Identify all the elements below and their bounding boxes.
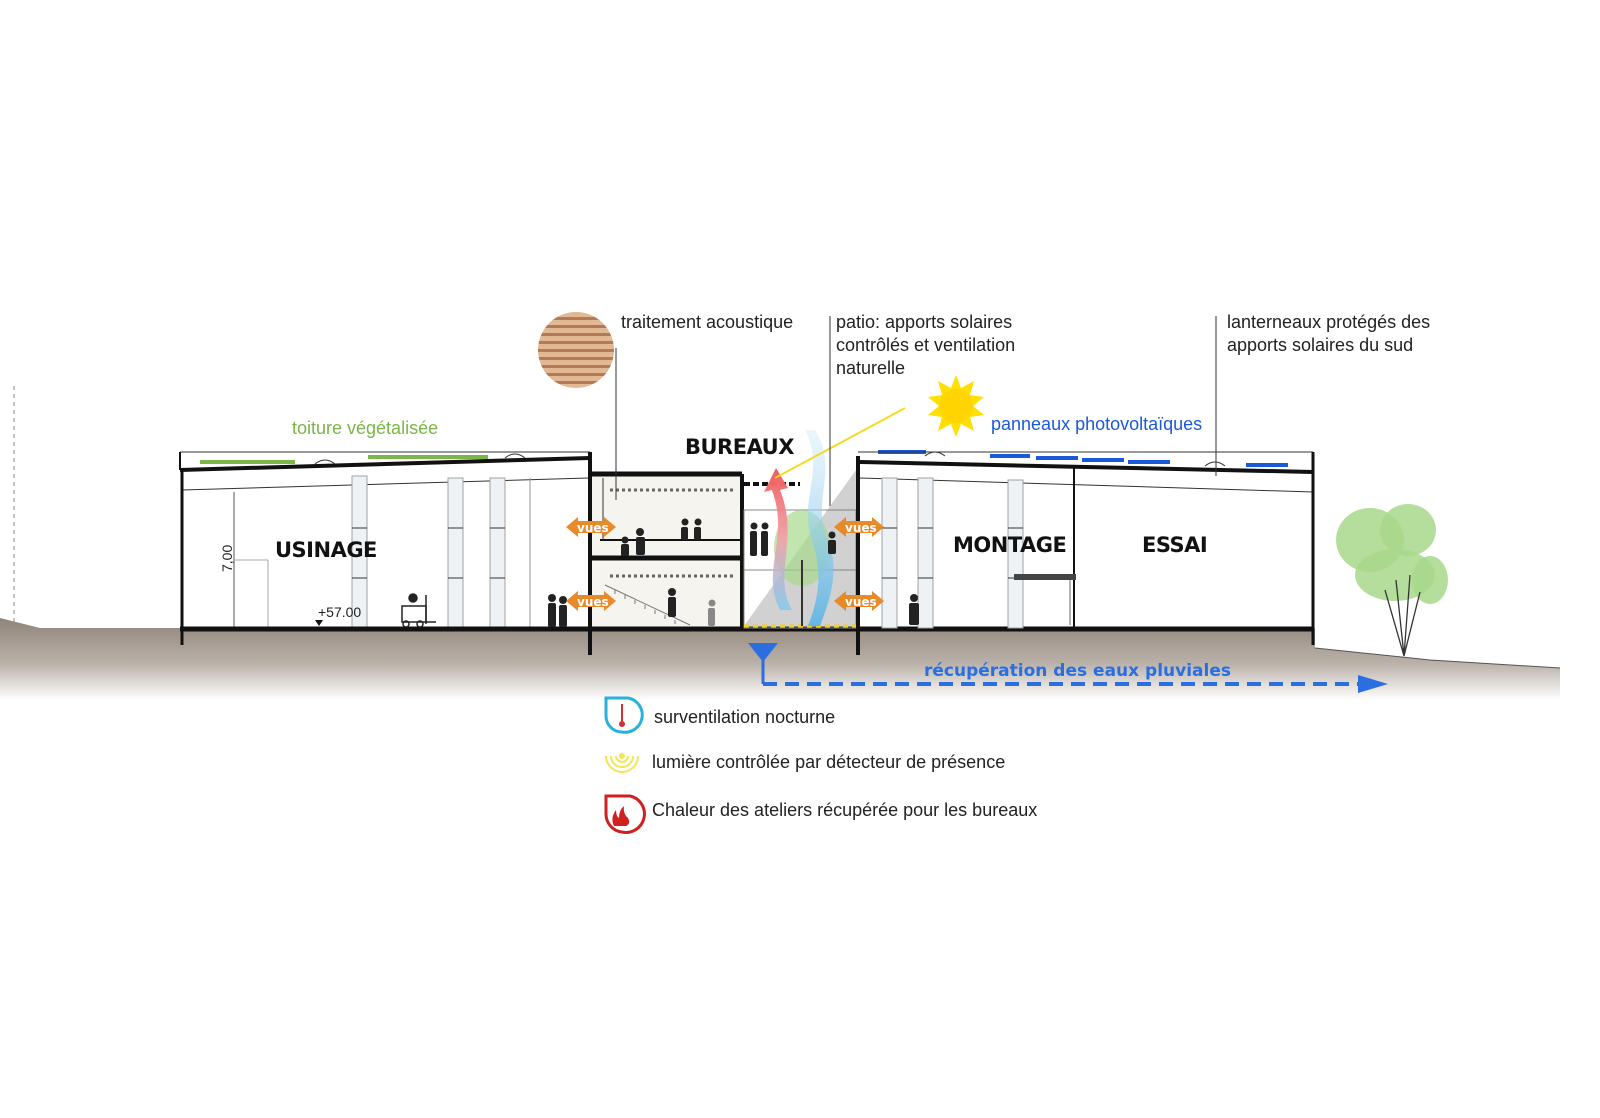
- views-label: vues: [577, 521, 609, 535]
- usinage-roof: [179, 456, 591, 472]
- tree-icon: [1336, 504, 1448, 657]
- montage-roof: [859, 460, 1314, 474]
- warm-air-arrow: [764, 468, 792, 610]
- staircase-steps: [614, 590, 676, 624]
- views-label: vues: [845, 595, 877, 609]
- acoustic-label: traitement acoustique: [621, 312, 793, 332]
- staircase: [604, 584, 691, 626]
- green-roof-strip: [368, 455, 488, 459]
- legend: surventilation nocturne lumière contrôlé…: [604, 696, 1037, 834]
- ground: [0, 618, 1560, 700]
- pillar: [489, 477, 506, 629]
- usinage-hall: [182, 458, 590, 628]
- pv-panel: [1128, 460, 1170, 464]
- patio-label-line2: contrôlés et ventilation: [836, 335, 1015, 355]
- views-arrow: vues: [566, 517, 616, 537]
- skylight: [924, 451, 946, 457]
- gantry-crane: [1014, 574, 1076, 580]
- views-label: vues: [845, 521, 877, 535]
- skylight: [314, 459, 336, 465]
- skylight: [1204, 461, 1226, 467]
- thermometer-icon: [604, 696, 644, 734]
- level-marker: +57.00: [318, 604, 361, 620]
- skylight: [504, 453, 526, 459]
- people-silhouettes: [548, 518, 919, 627]
- presence-sensor-icon: [605, 753, 639, 773]
- level-triangle-icon: [315, 620, 323, 626]
- rain-arrow-icon: [1358, 675, 1388, 693]
- pillar: [1007, 479, 1024, 629]
- pv-panels-label: panneaux photovoltaïques: [991, 414, 1202, 434]
- views-arrow: vues: [834, 591, 884, 611]
- acoustic-panel-icon: [538, 312, 614, 388]
- pv-panel: [1246, 463, 1288, 467]
- rainwater-label: récupération des eaux pluviales: [924, 661, 1231, 681]
- green-roof-label: toiture végétalisée: [292, 418, 438, 438]
- views-label: vues: [577, 595, 609, 609]
- patio-label-line1: patio: apports solaires: [836, 312, 1012, 332]
- forklift-icon: [401, 593, 436, 628]
- lanterns-label-line1: lanterneaux protégés des: [1227, 312, 1430, 332]
- pillar: [917, 477, 934, 629]
- patio-label-line3: naturelle: [836, 358, 905, 378]
- offices-block: [592, 472, 742, 628]
- montage-essai-hall: [858, 458, 1313, 628]
- pv-panel: [1036, 456, 1078, 460]
- zone-montage: MONTAGE: [953, 533, 1066, 557]
- zone-bureaux: BUREAUX: [685, 435, 794, 459]
- legend-label-lumiere: lumière contrôlée par détecteur de prése…: [652, 752, 1005, 772]
- zone-usinage: USINAGE: [275, 538, 377, 562]
- lanterns-label-line2: apports solaires du sud: [1227, 335, 1413, 355]
- views-arrow: vues: [566, 591, 616, 611]
- rain-funnel-icon: [748, 643, 778, 662]
- dimension-height: 7,00: [219, 545, 235, 572]
- pillar: [447, 477, 464, 629]
- terrain-line-right: [1314, 647, 1561, 669]
- legend-label-surventilation: surventilation nocturne: [654, 707, 835, 727]
- usinage-ceiling: [181, 477, 589, 491]
- sun-ray: [774, 407, 906, 479]
- pv-panel: [990, 454, 1030, 458]
- views-arrow: vues: [834, 517, 884, 537]
- pillar: [881, 477, 898, 629]
- cool-air-arrow: [805, 430, 834, 626]
- montage-ceiling: [859, 477, 1314, 493]
- flame-icon: [604, 794, 646, 834]
- sun-icon: [928, 375, 984, 437]
- legend-label-chaleur: Chaleur des ateliers récupérée pour les …: [652, 800, 1037, 820]
- green-roof-strip: [200, 460, 295, 464]
- zone-essai: ESSAI: [1142, 533, 1207, 557]
- pv-panel: [1082, 458, 1124, 462]
